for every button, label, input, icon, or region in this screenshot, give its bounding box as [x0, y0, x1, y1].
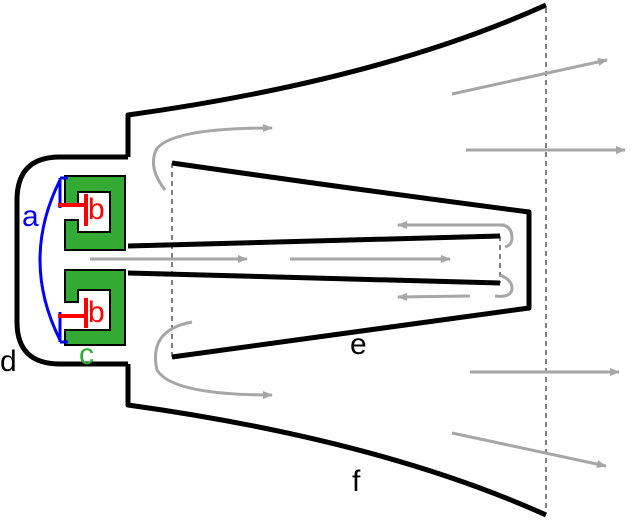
flow-arrow-out-4 [451, 431, 607, 469]
flow-arrow-return-lower-head [397, 292, 471, 301]
inner-horn [127, 160, 532, 360]
label-b-lower: b [88, 296, 105, 329]
label-e: e [350, 328, 367, 361]
voice-coil-upper [58, 194, 88, 226]
label-d: d [0, 345, 17, 378]
flow-arrow-upper-fold [152, 124, 273, 191]
diaphragm-dome [38, 179, 62, 341]
airflow-arrows [90, 58, 626, 469]
label-c: c [79, 338, 94, 371]
outer-horn-upper-wall [125, 2, 548, 157]
flow-arrow-lower-fold [154, 320, 273, 399]
label-a: a [22, 200, 39, 233]
inner-horn-upper-channel [127, 233, 501, 249]
labels: a b b c d e f [0, 193, 367, 498]
driver-housing [14, 154, 128, 367]
outer-horn [125, 2, 548, 518]
magnet-assembly-lower [64, 269, 126, 346]
label-b-upper: b [88, 193, 105, 226]
inner-horn-lower-channel [127, 270, 501, 286]
outer-horn-lower-wall [125, 364, 548, 518]
flow-arrow-return-lower [494, 273, 514, 298]
inner-horn-outer-shell [171, 160, 532, 360]
label-f: f [352, 465, 361, 498]
flow-arrow-out-1 [451, 58, 608, 96]
voice-coils [58, 194, 88, 328]
voice-coil-lower [58, 298, 88, 328]
magnet-lower [64, 269, 126, 346]
